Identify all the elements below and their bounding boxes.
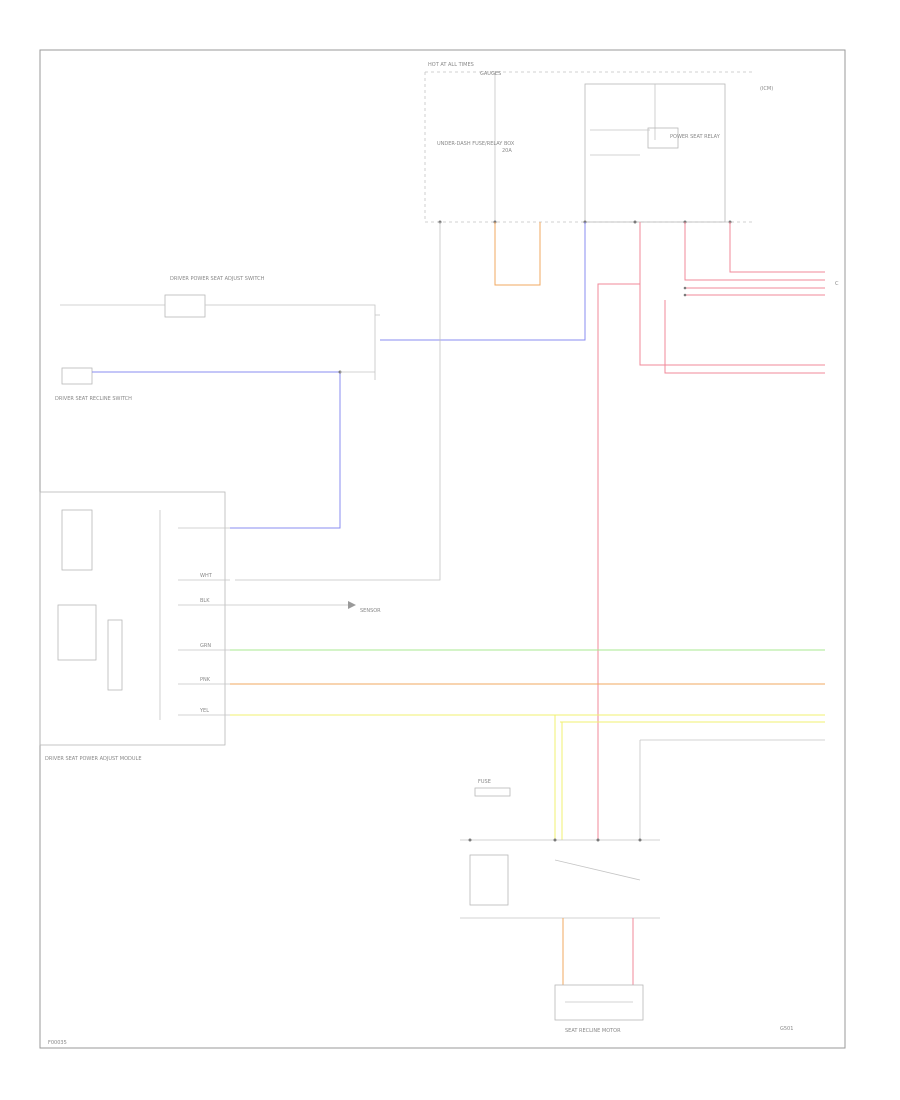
left-top-switch-area <box>60 294 380 385</box>
motor-label: SEAT RECLINE MOTOR <box>565 1028 621 1034</box>
sensor-arrow-icon <box>348 601 356 609</box>
driver-module-label: DRIVER SEAT POWER ADJUST MODULE <box>45 756 142 762</box>
blue-wire-left <box>92 371 341 529</box>
gauges-fuse-label: GAUGES <box>480 71 501 77</box>
diagram-code-label: F00035 <box>48 1040 67 1046</box>
right-terminal-label: C <box>835 281 839 287</box>
module-pin-yellow: YEL <box>199 708 209 714</box>
blue-wire-top <box>380 222 586 341</box>
orange-loop-wire <box>494 222 541 286</box>
interior-box-label: UNDER-DASH FUSE/RELAY BOX <box>437 141 515 147</box>
power-source-label: HOT AT ALL TIMES <box>428 62 474 68</box>
module-pin-black: BLK <box>200 598 210 604</box>
ground-label: G501 <box>780 1026 793 1032</box>
power-relay-label: POWER SEAT RELAY <box>670 134 721 140</box>
foot-connector-label: FUSE <box>478 779 491 785</box>
fuse-relay-box <box>424 71 755 224</box>
reclined-switch-label: DRIVER SEAT RECLINE SWITCH <box>55 396 132 402</box>
sensor-label: SENSOR <box>360 608 381 614</box>
gray-wire-top <box>235 222 441 581</box>
module-pin-green: GRN <box>200 643 211 649</box>
recline-motor <box>554 984 644 1021</box>
module-pin-pink: PNK <box>200 677 211 683</box>
diagram-frame <box>39 49 846 1049</box>
module-pin-white: WHT <box>200 573 213 579</box>
driver-seat-module <box>39 491 230 746</box>
red-wire-bundle <box>597 222 825 840</box>
lower-switch-assembly <box>460 787 660 919</box>
power-note-label: (ICM) <box>760 86 773 92</box>
interior-fuse-label: 20A <box>502 148 512 154</box>
left-switch-label: DRIVER POWER SEAT ADJUST SWITCH <box>170 276 265 282</box>
